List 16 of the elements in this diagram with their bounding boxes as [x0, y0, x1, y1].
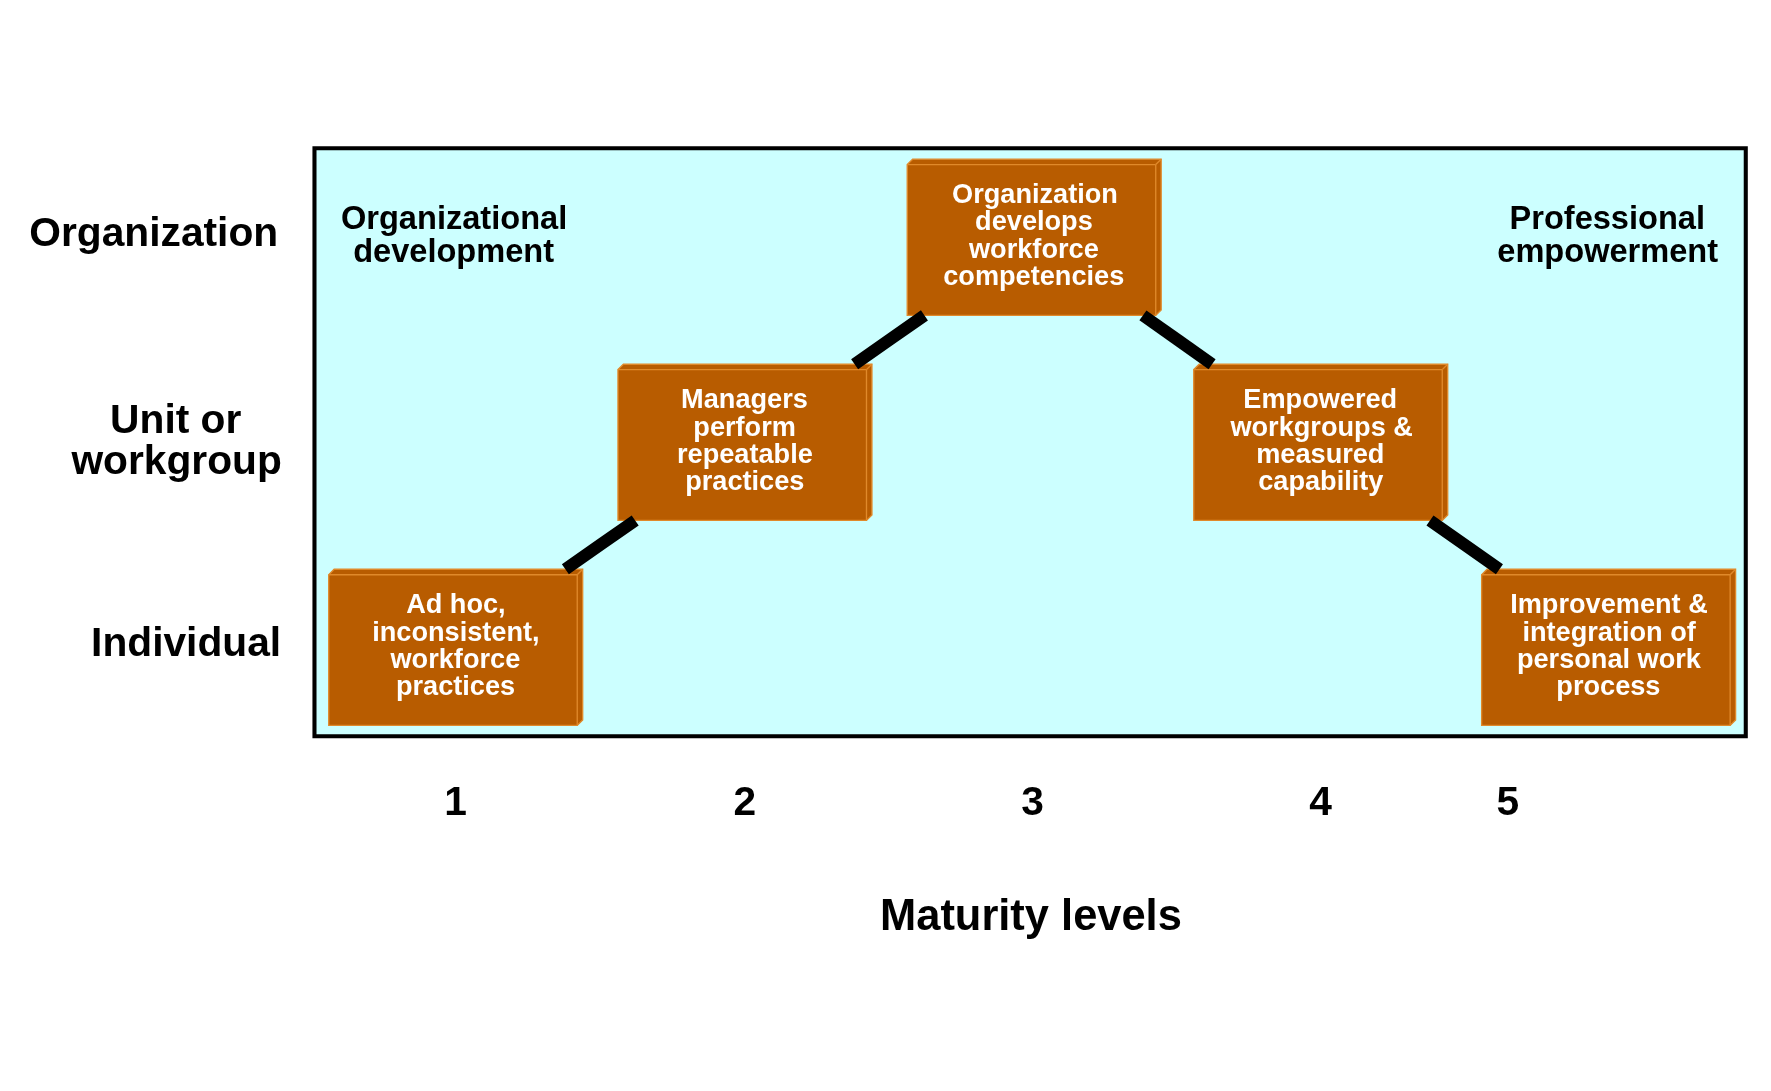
label: Individual — [91, 619, 282, 666]
cluster — [312, 146, 1748, 739]
connector — [851, 310, 928, 370]
label: Professional empowerment — [1497, 199, 1719, 269]
connector — [1426, 515, 1503, 575]
label: Unit or workgroup — [71, 395, 282, 483]
label: Organizational development — [340, 199, 568, 269]
label: 5 — [1496, 778, 1520, 825]
connector — [1139, 310, 1216, 370]
label: Organization — [29, 209, 279, 256]
label: 2 — [733, 778, 757, 825]
label: Maturity levels — [880, 890, 1182, 939]
label: 3 — [1021, 778, 1044, 825]
label: 1 — [444, 778, 467, 825]
connector — [561, 515, 639, 575]
label: 4 — [1309, 778, 1332, 825]
